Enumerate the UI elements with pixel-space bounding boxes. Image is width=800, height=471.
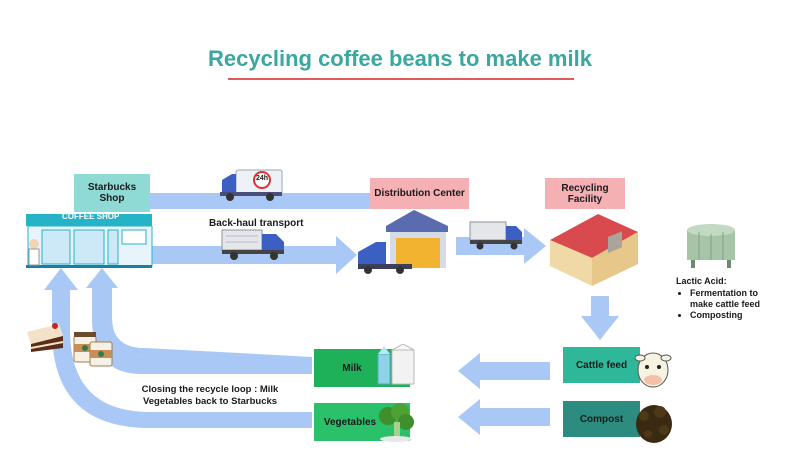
truck-badge-label: 24h	[256, 175, 269, 182]
title-underline	[228, 78, 574, 80]
arrow-cattle-to-milk	[458, 353, 550, 389]
transfer-truck-icon	[469, 221, 522, 250]
coffee-shop-sign: COFFEE SHOP	[62, 212, 120, 221]
lactic-acid-item: Composting	[690, 310, 776, 321]
distribution-center-box: Distribution Center	[370, 178, 469, 209]
silo-icon	[687, 224, 735, 268]
cow-icon	[634, 352, 672, 388]
coffee-shop-icon	[26, 214, 153, 268]
broccoli-icon	[379, 403, 414, 442]
lactic-acid-heading: Lactic Acid:	[676, 276, 727, 286]
recycling-facility-box: Recycling Facility	[545, 178, 625, 209]
arrow-backhaul	[150, 236, 357, 274]
factory-icon	[550, 214, 638, 286]
delivery-truck-icon	[220, 169, 283, 201]
lactic-acid-list: Fermentation to make cattle feed Compost…	[676, 288, 776, 321]
compost-box: Compost	[563, 401, 640, 437]
coffee-cups-icon	[73, 332, 113, 367]
arrow-milk-loop	[86, 268, 312, 374]
vegetables-label: Vegetables	[323, 416, 377, 428]
back-haul-label: Back-haul transport	[209, 218, 304, 229]
diagram-title: Recycling coffee beans to make milk	[208, 46, 592, 71]
closing-loop-label: Closing the recycle loop : Milk Vegetabl…	[141, 384, 279, 407]
milk-carton-icon	[377, 344, 415, 385]
milk-label: Milk	[342, 362, 362, 374]
starbucks-shop-box: Starbucks Shop	[74, 174, 150, 212]
arrow-vegetables-loop	[44, 268, 312, 428]
arrow-return-top	[150, 193, 375, 209]
arrow-compost-to-vegetables	[458, 399, 550, 435]
warehouse-icon	[358, 210, 448, 274]
cake-icon	[27, 323, 64, 352]
back-haul-truck-icon	[221, 229, 284, 260]
arrow-recycling-down	[581, 296, 619, 340]
compost-icon	[636, 405, 672, 443]
lactic-acid-item: Fermentation to make cattle feed	[690, 288, 776, 310]
cattle-feed-box: Cattle feed	[563, 347, 640, 383]
